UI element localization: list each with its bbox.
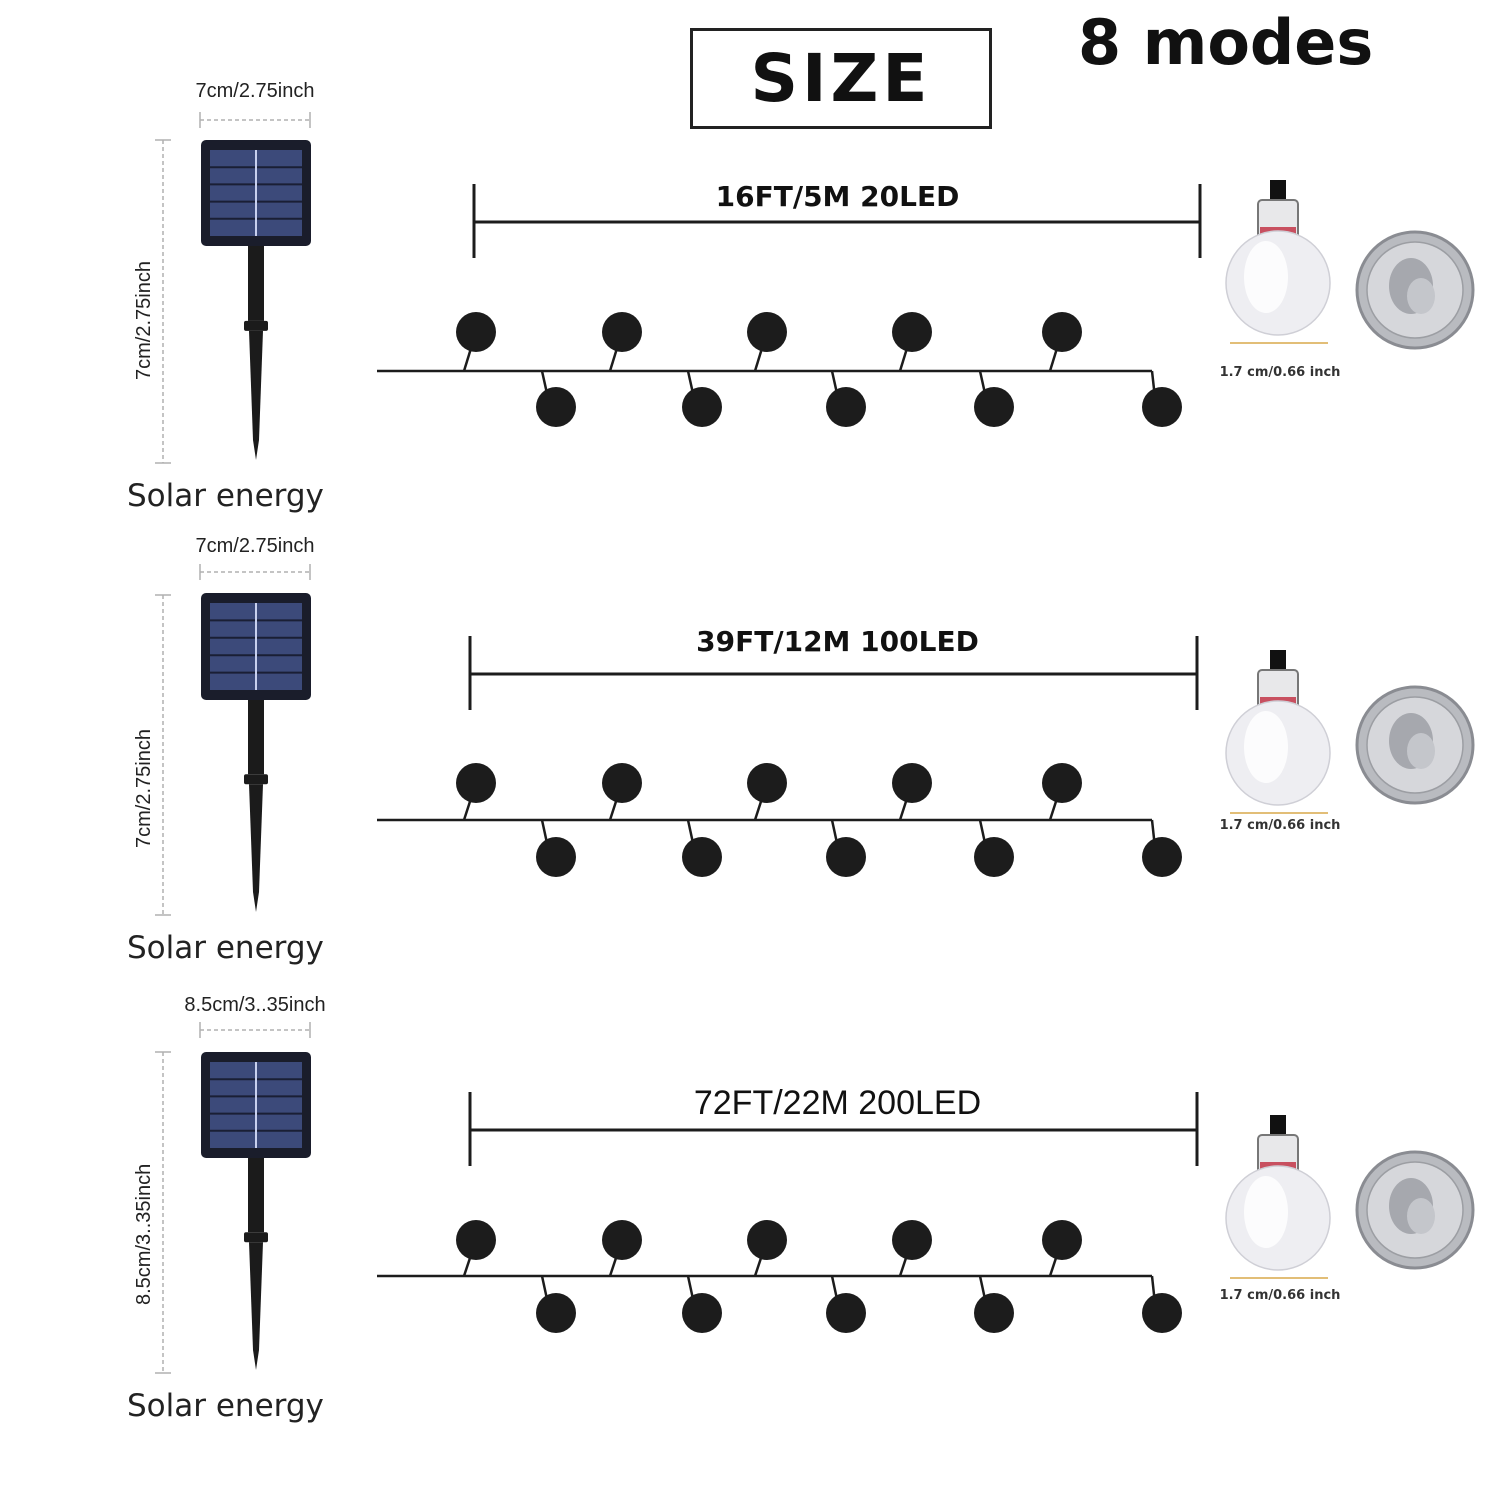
solar-panel-icon: [201, 1052, 311, 1158]
led-dot: [682, 387, 722, 427]
stake-upper: [248, 246, 264, 321]
led-dot: [826, 837, 866, 877]
solar-energy-label: Solar energy: [127, 930, 324, 966]
led-dot: [826, 387, 866, 427]
product-row-1: 7cm/2.75inch 7cm/2.75inch Solar energy 1…: [0, 0, 1500, 514]
led-dot: [1042, 1220, 1082, 1260]
size-heading-box: SIZE: [690, 28, 992, 129]
stake-upper: [248, 700, 264, 775]
led-dot: [1142, 387, 1182, 427]
solar-panel-icon: [201, 140, 311, 246]
led-dot: [974, 387, 1014, 427]
solar-energy-label: Solar energy: [127, 478, 324, 514]
stake-collar: [244, 1232, 268, 1243]
bulb-size-label: 1.7 cm/0.66 inch: [1219, 365, 1341, 380]
led-dot: [1142, 1293, 1182, 1333]
led-dot: [747, 763, 787, 803]
bulb-cable: [1270, 1115, 1286, 1137]
led-dot: [1042, 312, 1082, 352]
panel-width-label: 8.5cm/3..35inch: [184, 994, 326, 1016]
string-length-label: 39FT/12M 100LED: [696, 625, 979, 658]
bulb-highlight: [1244, 711, 1288, 783]
quarter-coin-icon: [1355, 1150, 1475, 1270]
bulb-cable: [1270, 180, 1286, 202]
led-dot: [826, 1293, 866, 1333]
bulb-size-label: 1.7 cm/0.66 inch: [1219, 1288, 1341, 1303]
led-dot: [682, 1293, 722, 1333]
led-dot: [892, 763, 932, 803]
led-dot: [892, 312, 932, 352]
led-dot: [974, 837, 1014, 877]
stake-collar: [244, 320, 268, 331]
led-dot: [1142, 837, 1182, 877]
globe-bulb-icon: [1225, 1115, 1331, 1271]
coin-portrait-shade: [1407, 278, 1435, 314]
string-length-label: 72FT/22M 200LED: [693, 1084, 982, 1122]
globe-bulb-icon: [1225, 180, 1331, 336]
led-dot: [1042, 763, 1082, 803]
quarter-coin-icon: [1355, 685, 1475, 805]
led-dot: [602, 763, 642, 803]
led-dot: [536, 1293, 576, 1333]
row-3-graphics: [155, 1022, 1475, 1374]
row-1-graphics: [155, 112, 1475, 464]
coin-portrait-shade: [1407, 733, 1435, 769]
quarter-coin-icon: [1355, 230, 1475, 350]
solar-energy-label: Solar energy: [127, 1388, 324, 1424]
bulb-size-label: 1.7 cm/0.66 inch: [1219, 818, 1341, 833]
led-dot: [536, 387, 576, 427]
solar-panel-icon: [201, 593, 311, 700]
led-dot: [536, 837, 576, 877]
bulb-cable: [1270, 650, 1286, 672]
led-dot: [602, 312, 642, 352]
bulb-highlight: [1244, 1176, 1288, 1248]
ground-stake-icon: [244, 246, 268, 460]
row-2-graphics: [155, 564, 1475, 916]
stake-spike: [249, 1242, 263, 1370]
stake-upper: [248, 1158, 264, 1233]
bulb-highlight: [1244, 241, 1288, 313]
coin-portrait-shade: [1407, 1198, 1435, 1234]
led-dot: [747, 312, 787, 352]
led-dot: [892, 1220, 932, 1260]
product-row-3: 8.5cm/3..35inch 8.5cm/3..35inch Solar en…: [0, 0, 1500, 1424]
product-row-2: 7cm/2.75inch 7cm/2.75inch Solar energy 3…: [0, 0, 1500, 966]
led-dot: [456, 312, 496, 352]
size-heading: SIZE: [750, 40, 932, 117]
stake-collar: [244, 774, 268, 785]
stake-spike: [249, 784, 263, 912]
led-dot: [602, 1220, 642, 1260]
modes-heading: 8 modes: [1078, 6, 1374, 79]
panel-width-label: 7cm/2.75inch: [195, 80, 315, 102]
ground-stake-icon: [244, 1158, 268, 1370]
stake-spike: [249, 330, 263, 460]
led-dot: [456, 1220, 496, 1260]
string-length-label: 16FT/5M 20LED: [715, 180, 960, 213]
led-dot: [456, 763, 496, 803]
ground-stake-icon: [244, 700, 268, 912]
led-dot: [682, 837, 722, 877]
panel-width-label: 7cm/2.75inch: [195, 535, 315, 557]
led-dot: [747, 1220, 787, 1260]
globe-bulb-icon: [1225, 650, 1331, 806]
led-dot: [974, 1293, 1014, 1333]
